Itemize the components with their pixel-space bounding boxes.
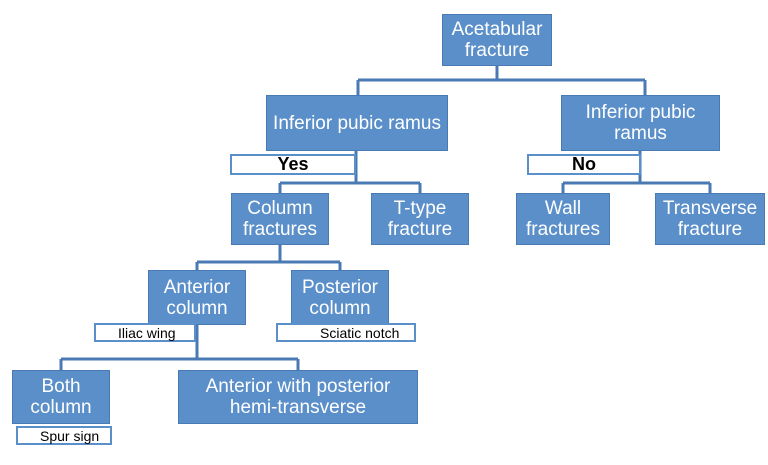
node-t-type-fracture: T-type fracture (371, 193, 469, 245)
tag-iliac-wing: Iliac wing (94, 323, 196, 342)
tag-iliac-wing-label: Iliac wing (118, 324, 176, 341)
tag-spur-sign-label: Spur sign (40, 427, 100, 444)
node-inferior-pubic-ramus-left: Inferior pubic ramus (266, 95, 448, 151)
node-anterior-column: Anterior column (148, 270, 246, 325)
tag-sciatic-notch-label: Sciatic notch (320, 324, 400, 341)
node-column-fractures: Column fractures (231, 193, 329, 245)
tag-yes: Yes (230, 154, 356, 175)
node-transverse-fracture: Transverse fracture (655, 193, 765, 245)
node-inferior-pubic-ramus-right: Inferior pubic ramus (561, 95, 720, 151)
tag-sciatic-notch: Sciatic notch (276, 323, 416, 342)
node-wall-fractures: Wall fractures (516, 193, 610, 245)
node-anterior-with-posterior-hemi-transverse: Anterior with posterior hemi-transverse (178, 370, 418, 424)
tag-spur-sign: Spur sign (16, 426, 112, 445)
node-acetabular-fracture: Acetabular fracture (442, 14, 552, 66)
tag-no: No (527, 154, 641, 175)
node-posterior-column: Posterior column (291, 270, 389, 325)
node-both-column: Both column (12, 370, 110, 424)
